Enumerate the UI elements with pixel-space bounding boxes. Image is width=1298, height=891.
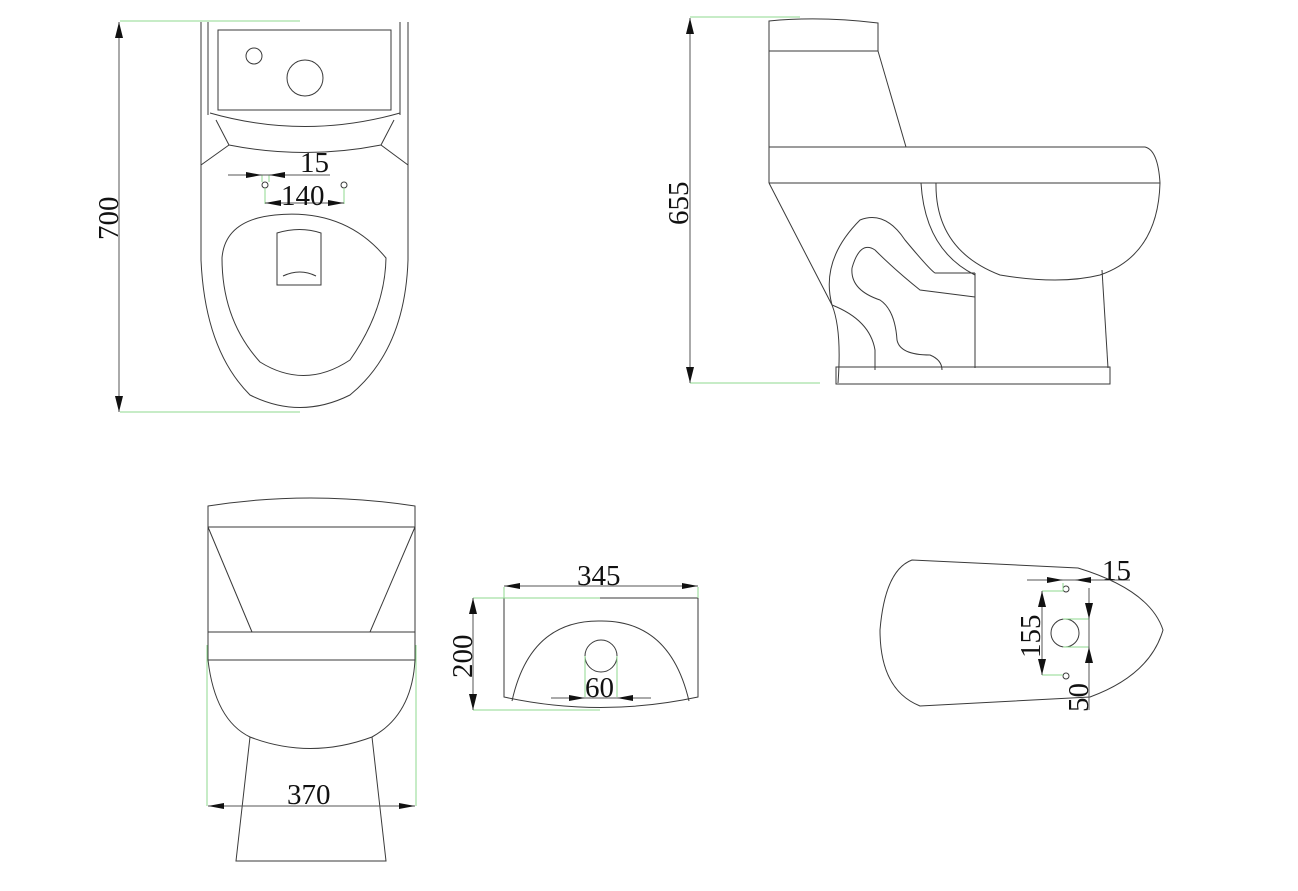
dim-outlet-offset: 50 [1063, 683, 1095, 712]
dim-bolt-offset-top: 15 [300, 147, 329, 179]
side-view [686, 16, 1161, 385]
dim-overall-height: 655 [663, 182, 695, 226]
dim-bolt-spacing-bottom: 155 [1015, 615, 1047, 659]
dim-rear-width: 345 [577, 560, 621, 592]
front-view [206, 497, 417, 862]
dim-bolt-offset-bottom: 15 [1102, 555, 1131, 587]
bottom-view [879, 559, 1164, 710]
rear-view [469, 583, 699, 711]
top-view [115, 20, 409, 413]
dim-overall-length: 700 [93, 197, 125, 241]
dim-outlet-diameter: 60 [585, 672, 614, 704]
dim-bolt-spacing-top: 140 [281, 180, 325, 212]
dim-base-width: 370 [287, 779, 331, 811]
dim-rear-height: 200 [447, 635, 479, 679]
